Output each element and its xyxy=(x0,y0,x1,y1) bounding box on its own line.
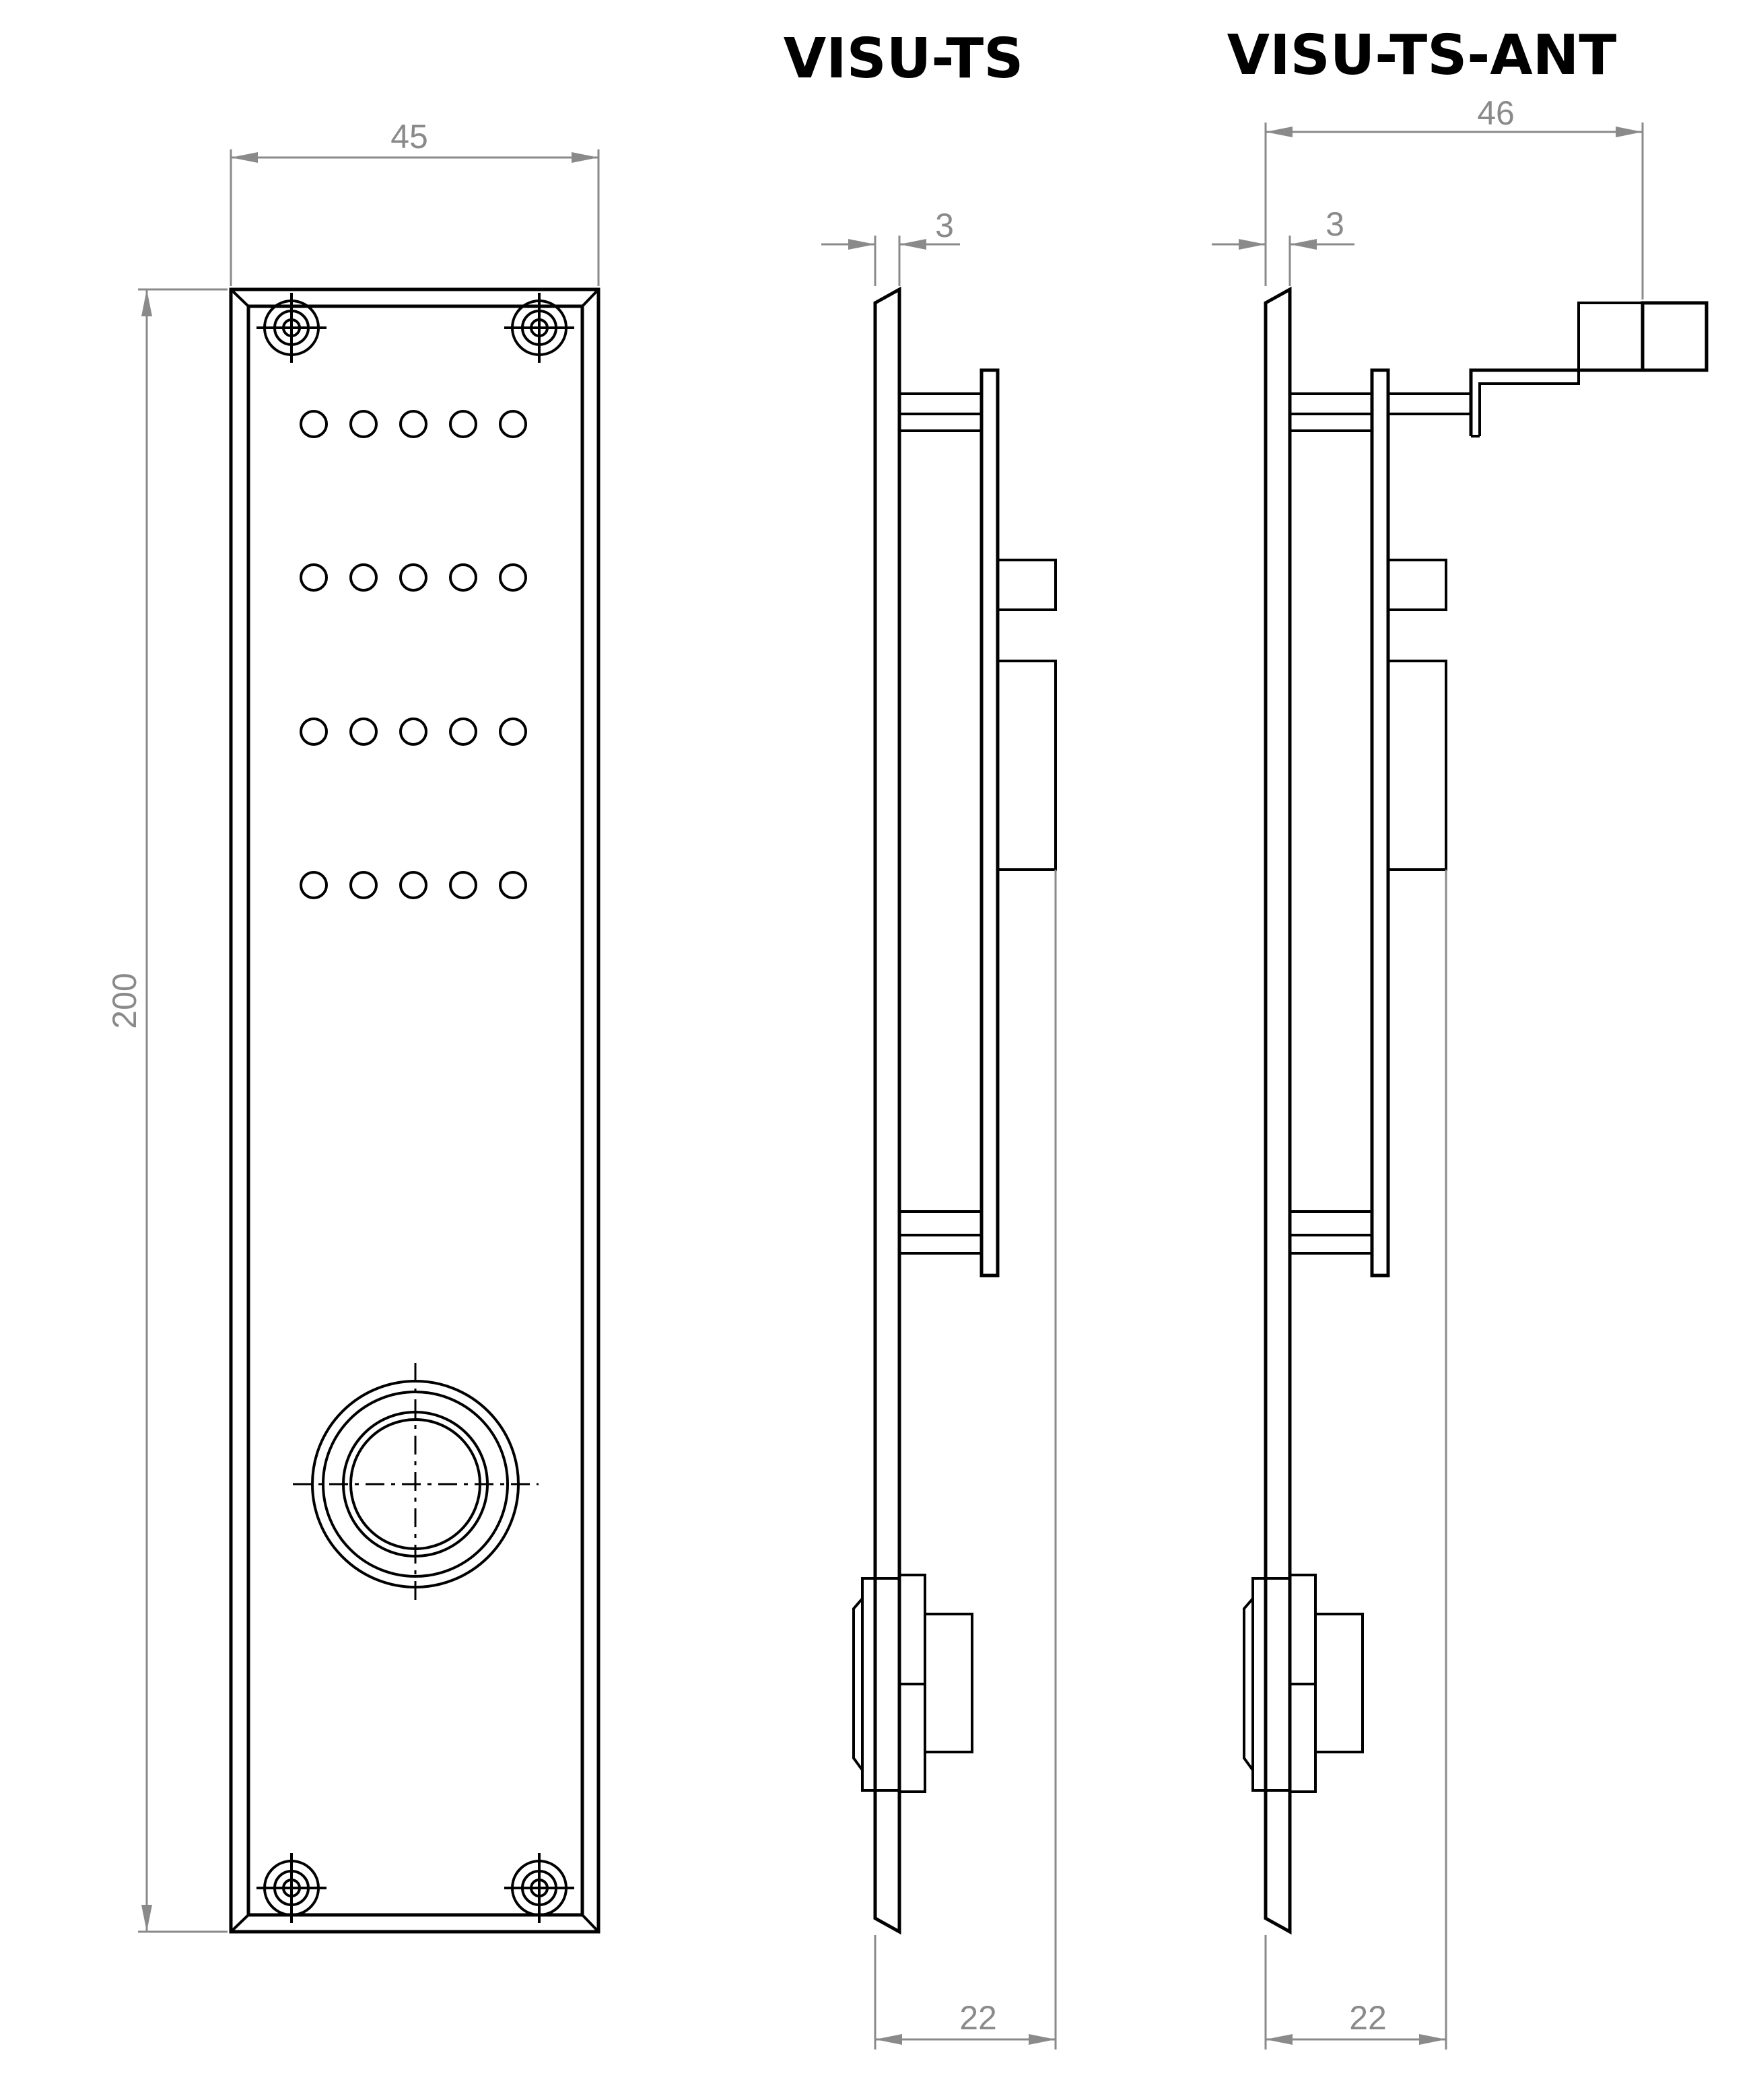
led-icon xyxy=(499,410,527,438)
led-icon xyxy=(300,718,328,746)
dimension-label: 46 xyxy=(1477,94,1515,132)
led-grid xyxy=(300,410,527,899)
dimension-label: 22 xyxy=(1349,1999,1387,2037)
push-button-profile xyxy=(852,1574,973,1793)
led-row xyxy=(300,563,527,592)
led-icon xyxy=(449,718,477,746)
faceplate-profile xyxy=(873,286,901,1935)
component xyxy=(996,660,1057,871)
dimension-width-46-ant: 46 xyxy=(1264,94,1644,300)
led-icon xyxy=(399,871,427,899)
component xyxy=(1387,660,1447,871)
led-icon xyxy=(449,410,477,438)
led-icon xyxy=(499,718,527,746)
led-icon xyxy=(300,563,328,592)
led-icon xyxy=(499,871,527,899)
led-icon xyxy=(399,563,427,592)
pcb-board xyxy=(979,368,1000,1278)
dimension-label: 3 xyxy=(1326,205,1344,243)
led-icon xyxy=(300,871,328,899)
side-view-visu-ts xyxy=(852,286,1057,1935)
bevel-edge xyxy=(230,1914,250,1933)
dimension-thickness-3-ant: 3 xyxy=(1212,205,1354,286)
dimension-label: 200 xyxy=(106,973,143,1028)
dimension-height-200: 200 xyxy=(106,288,228,1933)
dimension-depth-22-ant: 22 xyxy=(1264,870,1447,2050)
title-visu-ts: VISU-TS xyxy=(784,27,1024,91)
led-icon xyxy=(499,563,527,592)
bevel-edge xyxy=(581,1914,600,1933)
led-icon xyxy=(300,410,328,438)
side-view-visu-ts-ant xyxy=(1243,286,1709,1935)
led-icon xyxy=(349,410,378,438)
title-visu-ts-ant: VISU-TS-ANT xyxy=(1227,24,1617,88)
faceplate-inner xyxy=(246,304,584,1917)
mounting-screw-icon xyxy=(255,291,328,364)
led-icon xyxy=(449,871,477,899)
component xyxy=(996,559,1057,611)
dimension-label: 22 xyxy=(959,1999,997,2037)
bevel-edge xyxy=(581,288,600,308)
led-row xyxy=(300,718,527,746)
bevel-edge xyxy=(230,288,250,308)
dimension-label: 45 xyxy=(390,118,428,155)
dimension-width-45: 45 xyxy=(230,118,600,286)
led-icon xyxy=(399,410,427,438)
push-button-profile xyxy=(1243,1574,1364,1793)
led-icon xyxy=(349,563,378,592)
mounting-screw-icon xyxy=(255,1852,328,1924)
led-icon xyxy=(349,871,378,899)
dimension-label: 3 xyxy=(935,207,954,244)
dimension-thickness-3-ts: 3 xyxy=(821,207,960,286)
faceplate-outer xyxy=(229,287,600,1934)
pcb-board xyxy=(1370,368,1390,1278)
component xyxy=(1387,559,1447,611)
antenna-bracket xyxy=(1478,302,1643,436)
dimension-depth-22-ts: 22 xyxy=(874,870,1057,2050)
faceplate-profile xyxy=(1264,286,1292,1935)
led-icon xyxy=(399,718,427,746)
led-icon xyxy=(449,563,477,592)
front-view xyxy=(229,287,600,1934)
led-row xyxy=(300,871,527,899)
mounting-screw-icon xyxy=(503,291,576,364)
push-button-icon xyxy=(293,1363,539,1605)
led-row xyxy=(300,410,527,438)
led-icon xyxy=(349,718,378,746)
mounting-screw-icon xyxy=(503,1852,576,1924)
